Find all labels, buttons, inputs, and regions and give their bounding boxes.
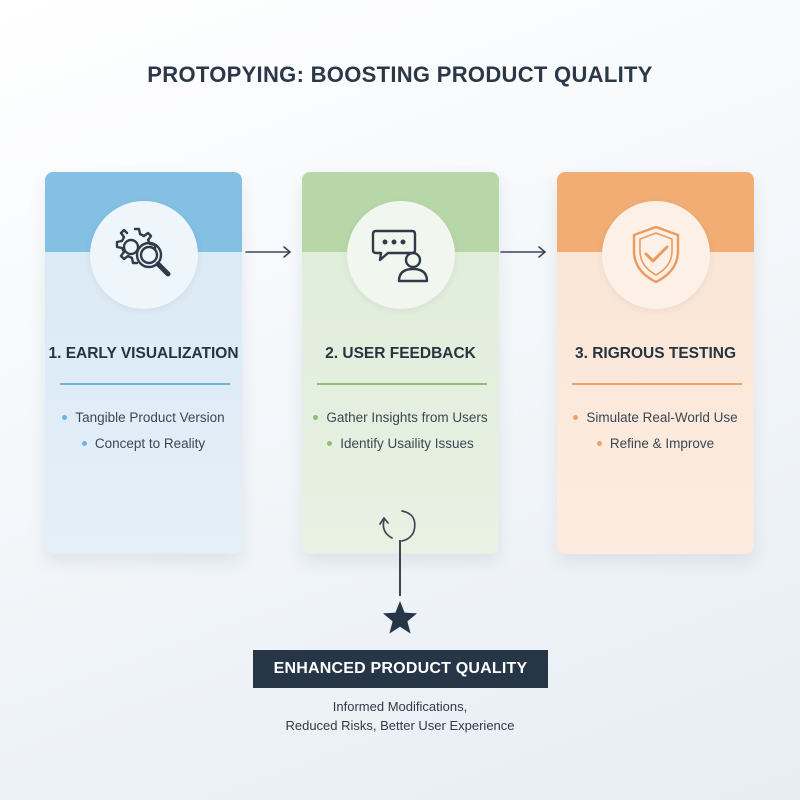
bullet-icon	[573, 414, 579, 420]
card-divider	[572, 383, 742, 385]
bullet-icon	[313, 414, 319, 420]
card-list: Gather Insights from Users Identify Usai…	[302, 404, 499, 456]
icon-circle	[601, 201, 710, 309]
outcome-banner: ENHANCED PRODUCT QUALITY	[253, 650, 548, 688]
arrow-right-icon	[245, 246, 292, 258]
card-divider	[60, 383, 230, 385]
card-user-feedback: 2. USER FEEDBACK Gather Insights from Us…	[302, 172, 499, 554]
list-item: Refine & Improve	[557, 430, 754, 456]
page-title: PROTOPYING: BOOSTING PRODUCT QUALITY	[147, 62, 653, 87]
chat-user-icon	[371, 229, 428, 283]
list-item: Concept to Reality	[45, 430, 242, 456]
icon-circle	[346, 201, 455, 309]
list-item: Identify Usaility Issues	[302, 430, 499, 456]
refresh-loop-icon	[379, 510, 416, 542]
list-item: Gather Insights from Users	[302, 404, 499, 430]
list-item: Simulate Real-World Use	[557, 404, 754, 430]
shield-check-icon	[632, 225, 679, 284]
bullet-icon	[81, 440, 87, 446]
card-heading: 2. USER FEEDBACK	[325, 345, 476, 362]
outcome-description-line: Informed Modifications,	[332, 699, 468, 714]
list-item: Tangible Product Version	[45, 404, 242, 430]
icon-circle	[89, 201, 198, 309]
star-icon	[383, 601, 417, 634]
outcome-description-line: Reduced Risks, Better User Experience	[285, 718, 515, 733]
bullet-icon	[62, 414, 68, 420]
outcome-description: Informed Modifications, Reduced Risks, B…	[0, 697, 800, 735]
card-heading: 1. EARLY VISUALIZATION	[48, 345, 239, 362]
bullet-icon	[327, 440, 333, 446]
connector-line	[399, 540, 401, 596]
gear-magnifier-icon	[115, 227, 170, 277]
card-heading: 3. RIGROUS TESTING	[574, 345, 737, 362]
card-early-visualization: 1. EARLY VISUALIZATION Tangible Product …	[45, 172, 242, 554]
card-rigorous-testing: 3. RIGROUS TESTING Simulate Real-World U…	[557, 172, 754, 554]
card-divider	[317, 383, 487, 385]
bullet-icon	[596, 440, 602, 446]
arrow-right-icon	[500, 246, 547, 258]
card-list: Simulate Real-World Use Refine & Improve	[557, 404, 754, 456]
card-list: Tangible Product Version Concept to Real…	[45, 404, 242, 456]
